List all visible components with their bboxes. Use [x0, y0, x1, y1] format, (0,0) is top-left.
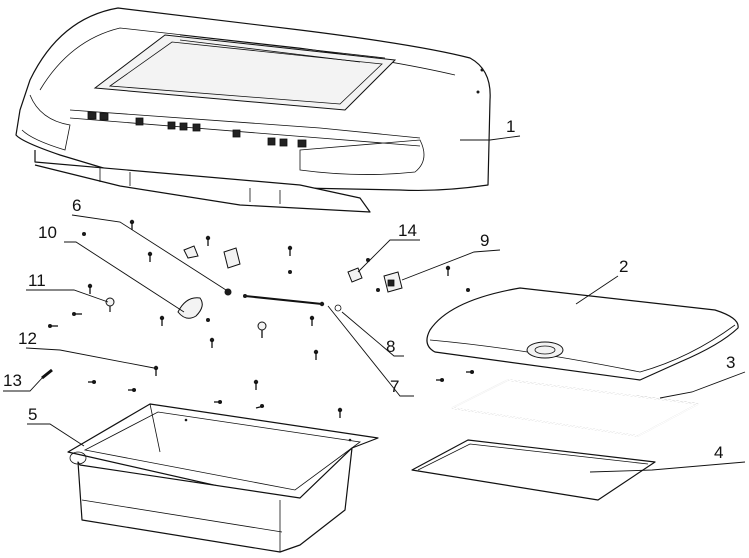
part-9-latch [383, 271, 403, 293]
callout-3: 3 [726, 353, 735, 372]
callout-7: 7 [390, 377, 399, 396]
callout-1: 1 [506, 117, 515, 136]
part-8-clip [334, 304, 342, 312]
part-6-screw [224, 288, 232, 296]
bracket-left [183, 245, 241, 269]
callout-11: 11 [28, 271, 46, 290]
callout-8: 8 [386, 337, 395, 356]
part-11-button [105, 297, 115, 312]
callout-10: 10 [38, 223, 57, 242]
part-7-rod [243, 294, 325, 307]
callout-9: 9 [480, 231, 489, 250]
fastener-group [48, 219, 474, 418]
callout-14: 14 [398, 221, 417, 240]
leader-lines [3, 135, 746, 473]
part-3-seal-gasket [449, 379, 701, 437]
callout-4: 4 [714, 443, 723, 462]
part-10-handle-bulb [177, 297, 203, 319]
callout-13: 13 [3, 371, 22, 390]
part-1-rear-panel [15, 7, 491, 213]
callout-labels: 1 2 3 4 5 6 7 8 9 10 11 12 13 14 [3, 117, 735, 462]
callout-5: 5 [28, 405, 37, 424]
part-2-lid [426, 287, 739, 381]
part-4-glass-plate [411, 439, 656, 501]
part-5-storage-box [67, 403, 379, 553]
callout-6: 6 [72, 196, 81, 215]
callout-12: 12 [18, 329, 37, 348]
callout-2: 2 [619, 257, 628, 276]
